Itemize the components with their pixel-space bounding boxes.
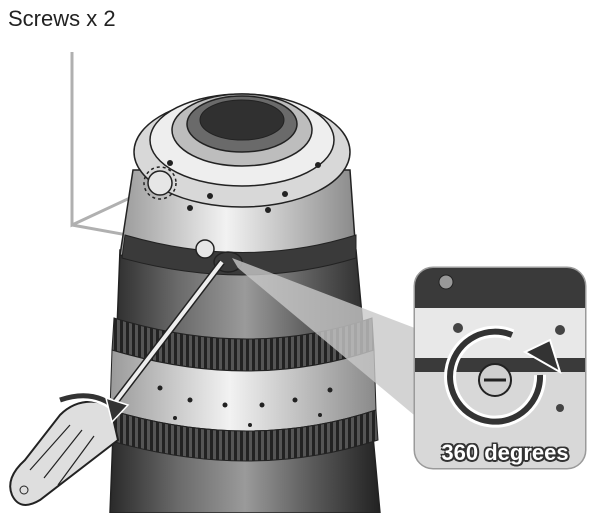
lens-mount [119, 93, 357, 276]
magnify-leader [232, 258, 420, 420]
magnified-inset [413, 266, 587, 470]
lens-body [107, 249, 381, 513]
screw-icon [195, 239, 215, 259]
rotation-callout-label: 360 degrees [441, 440, 569, 465]
screw-icon [147, 170, 173, 196]
screws-callout-label: Screws x 2 [8, 6, 116, 31]
screwdriver-icon [9, 259, 225, 506]
